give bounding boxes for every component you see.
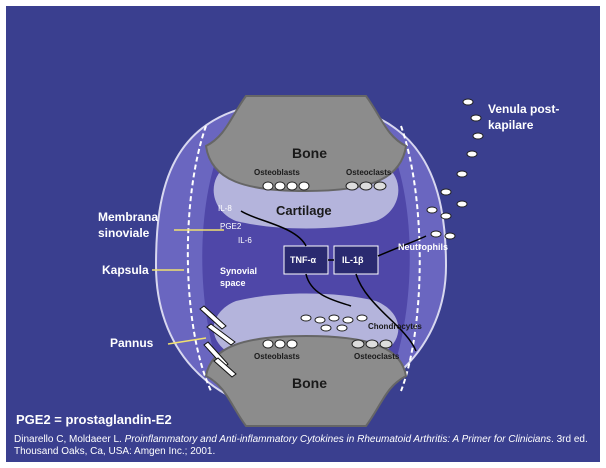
- slide: Bone Bone Cartilage Osteoblasts Osteocla…: [6, 6, 600, 462]
- osteoclast-cells-top: [346, 182, 386, 190]
- il6-label: IL-6: [238, 236, 252, 245]
- osteoclasts-bottom-label: Osteoclasts: [354, 352, 399, 361]
- pge2-label: PGE2: [220, 222, 241, 231]
- venula-label-line2: kapilare: [488, 118, 533, 132]
- cartilage-label: Cartilage: [276, 204, 332, 218]
- osteoblast-cells-bottom: [263, 340, 297, 348]
- pannus-label: Pannus: [110, 336, 153, 350]
- citation: Dinarello C, Moldaeer L. Proinflammatory…: [14, 434, 596, 458]
- osteoclasts-top-label: Osteoclasts: [346, 168, 391, 177]
- synovial-label-line2: space: [220, 278, 246, 288]
- citation-title: Proinflammatory and Anti-inflammatory Cy…: [125, 434, 551, 445]
- membrana-label-line1: Membrana: [98, 210, 158, 224]
- chondrocytes-label: Chondrocytes: [368, 322, 422, 331]
- synovial-label-line1: Synovial: [220, 266, 257, 276]
- il1b-label: IL-1β: [342, 255, 364, 265]
- citation-authors: Dinarello C, Moldaeer L.: [14, 434, 125, 445]
- tnf-label: TNF-α: [290, 255, 316, 265]
- membrana-label-line2: sinoviale: [98, 226, 149, 240]
- venula-label-line1: Venula post-: [488, 102, 559, 116]
- joint-diagram: [6, 6, 600, 462]
- bone-top-label: Bone: [292, 146, 327, 160]
- osteoblasts-bottom-label: Osteoblasts: [254, 352, 300, 361]
- pge2-definition: PGE2 = prostaglandin-E2: [16, 412, 172, 427]
- osteoblasts-top-label: Osteoblasts: [254, 168, 300, 177]
- il8-label: IL-8: [218, 204, 232, 213]
- bone-bottom-label: Bone: [292, 376, 327, 390]
- neutrophils-label: Neutrophils: [398, 242, 448, 252]
- kapsula-label: Kapsula: [102, 263, 149, 277]
- osteoclast-cells-bottom: [352, 340, 392, 348]
